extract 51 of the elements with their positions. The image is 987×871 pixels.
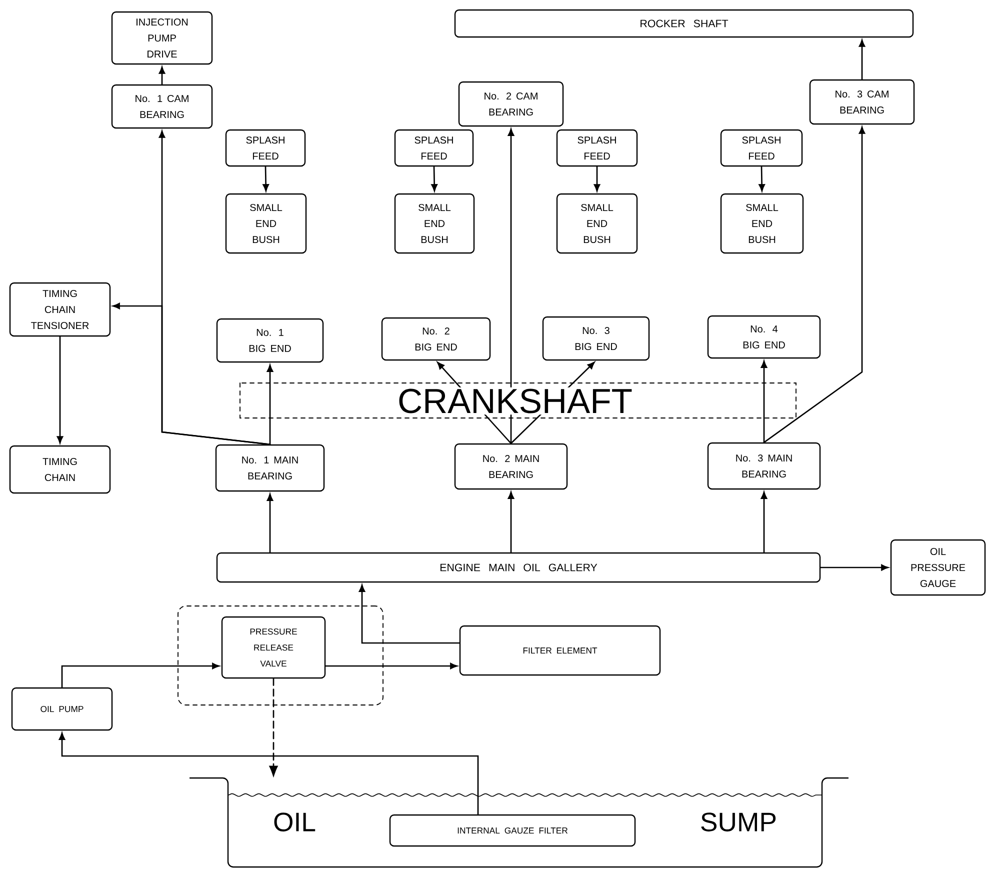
arrow — [61, 662, 220, 688]
arrow — [758, 166, 765, 192]
arrow — [763, 126, 866, 444]
arrow — [508, 128, 514, 444]
arrow — [760, 492, 768, 554]
component-box: No. 1 BIG END — [216, 318, 324, 363]
component-box: SPLASH FEED — [556, 129, 638, 167]
component-box: SMALL END BUSH — [394, 193, 475, 254]
component-box: FILTER ELEMENT — [459, 625, 661, 676]
component-box: SPLASH FEED — [394, 129, 474, 167]
arrow — [324, 662, 458, 670]
arrow — [268, 678, 278, 778]
component-box: SMALL END BUSH — [556, 193, 638, 254]
component-box: TIMING CHAIN — [9, 445, 111, 494]
component-box: No. 2 MAIN BEARING — [454, 443, 568, 490]
component-box: No. 3 BIG END — [542, 316, 650, 361]
arrow — [858, 40, 866, 80]
component-box: SPLASH FEED — [720, 129, 803, 167]
component-box: No. 3 MAIN BEARING — [707, 442, 821, 490]
component-box: No. 2 BIG END — [381, 317, 491, 361]
component-box: OIL PRESSURE GAUGE — [890, 539, 986, 596]
component-box: No. 4 BIG END — [707, 315, 821, 359]
arrow — [358, 584, 460, 644]
component-box: INJECTION PUMP DRIVE — [111, 11, 213, 65]
arrow — [508, 492, 514, 554]
component-box: No. 1 MAIN BEARING — [215, 444, 325, 492]
component-box: TIMING CHAIN TENSIONER — [9, 282, 111, 337]
dashed-box — [178, 606, 384, 706]
component-box: SPLASH FEED — [225, 129, 306, 167]
arrow — [820, 564, 888, 571]
component-box: SMALL END BUSH — [225, 193, 307, 254]
component-box: PRESSURE RELEASE VALVE — [221, 616, 326, 679]
arrow — [112, 302, 271, 446]
component-box: No. 3 CAM BEARING — [809, 79, 915, 125]
arrow — [262, 166, 269, 192]
component-box: OIL PUMP — [11, 687, 113, 731]
arrow — [760, 360, 768, 444]
arrow — [266, 494, 274, 554]
component-box: SMALL END BUSH — [720, 193, 804, 254]
component-box: INTERNAL GAUZE FILTER — [389, 814, 636, 847]
arrow — [594, 166, 600, 192]
arrow — [266, 364, 274, 446]
crankshaft-label: CRANKSHAFT — [396, 387, 634, 415]
component-box: No. 2 CAM BEARING — [458, 81, 564, 127]
arrow — [158, 66, 166, 86]
arrow — [56, 336, 64, 444]
component-box: No. 1 CAM BEARING — [111, 84, 213, 129]
arrow — [431, 166, 438, 192]
arrow — [58, 732, 479, 816]
component-bar: ENGINE MAIN OIL GALLERY — [216, 552, 821, 583]
component-bar: ROCKER SHAFT — [454, 9, 914, 38]
